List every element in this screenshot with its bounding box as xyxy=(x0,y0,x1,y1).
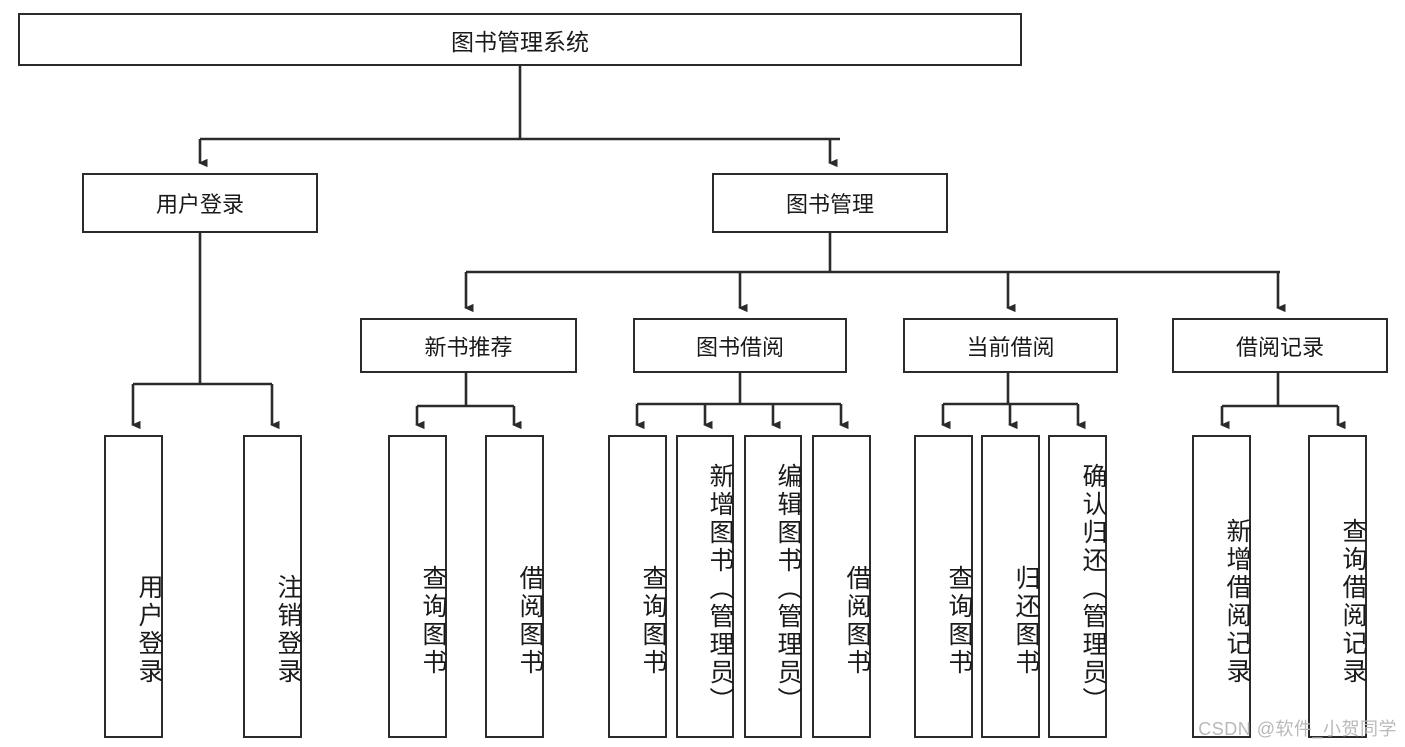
node-current-borrow[interactable]: 当前借阅 xyxy=(903,318,1118,373)
node-leaf-edit-book[interactable]: 编辑图书（管理员） xyxy=(744,435,802,738)
node-leaf-borrow-book-2-label: 借阅图书 xyxy=(843,564,871,677)
node-leaf-add-record-label: 新增借阅记录 xyxy=(1223,517,1251,686)
node-book-borrow-label: 图书借阅 xyxy=(695,334,784,360)
node-leaf-query-book-2-label: 查询图书 xyxy=(639,564,667,677)
node-book-borrow[interactable]: 图书借阅 xyxy=(633,318,847,373)
node-borrow-record-label: 借阅记录 xyxy=(1235,334,1324,360)
node-leaf-add-book-label: 新增图书（管理员） xyxy=(706,462,734,715)
node-leaf-query-book-1[interactable]: 查询图书 xyxy=(388,435,447,738)
node-borrow-record[interactable]: 借阅记录 xyxy=(1172,318,1388,373)
watermark-text: CSDN @软件_小贺同学 xyxy=(1198,719,1397,739)
node-leaf-add-book[interactable]: 新增图书（管理员） xyxy=(676,435,734,738)
node-leaf-query-book-1-label: 查询图书 xyxy=(419,564,447,677)
node-leaf-logout[interactable]: 注销登录 xyxy=(243,435,302,738)
node-book-management[interactable]: 图书管理 xyxy=(712,173,948,233)
node-leaf-query-record[interactable]: 查询借阅记录 xyxy=(1308,435,1367,738)
node-leaf-add-record[interactable]: 新增借阅记录 xyxy=(1192,435,1251,738)
node-leaf-confirm-return[interactable]: 确认归还（管理员） xyxy=(1048,435,1107,738)
node-leaf-query-book-2[interactable]: 查询图书 xyxy=(608,435,667,738)
node-leaf-user-login-label: 用户登录 xyxy=(135,573,163,686)
node-current-borrow-label: 当前借阅 xyxy=(966,334,1055,360)
node-leaf-borrow-book-1-label: 借阅图书 xyxy=(516,564,544,677)
node-leaf-logout-label: 注销登录 xyxy=(274,573,302,686)
node-user-login[interactable]: 用户登录 xyxy=(82,173,318,233)
node-user-login-label: 用户登录 xyxy=(155,192,244,217)
node-leaf-query-book-3-label: 查询图书 xyxy=(945,564,973,677)
node-leaf-confirm-return-label: 确认归还（管理员） xyxy=(1079,462,1107,715)
node-leaf-edit-book-label: 编辑图书（管理员） xyxy=(774,462,802,715)
node-leaf-borrow-book-1[interactable]: 借阅图书 xyxy=(485,435,544,738)
node-leaf-return-book[interactable]: 归还图书 xyxy=(981,435,1040,738)
node-leaf-query-record-label: 查询借阅记录 xyxy=(1339,517,1367,686)
node-leaf-borrow-book-2[interactable]: 借阅图书 xyxy=(812,435,871,738)
node-leaf-return-book-label: 归还图书 xyxy=(1012,564,1040,677)
node-root-label: 图书管理系统 xyxy=(451,28,589,55)
node-book-management-label: 图书管理 xyxy=(785,192,874,217)
node-leaf-user-login[interactable]: 用户登录 xyxy=(104,435,163,738)
node-root[interactable]: 图书管理系统 xyxy=(18,13,1022,66)
node-new-book-recommend-label: 新书推荐 xyxy=(424,334,513,360)
node-leaf-query-book-3[interactable]: 查询图书 xyxy=(914,435,973,738)
node-new-book-recommend[interactable]: 新书推荐 xyxy=(360,318,577,373)
